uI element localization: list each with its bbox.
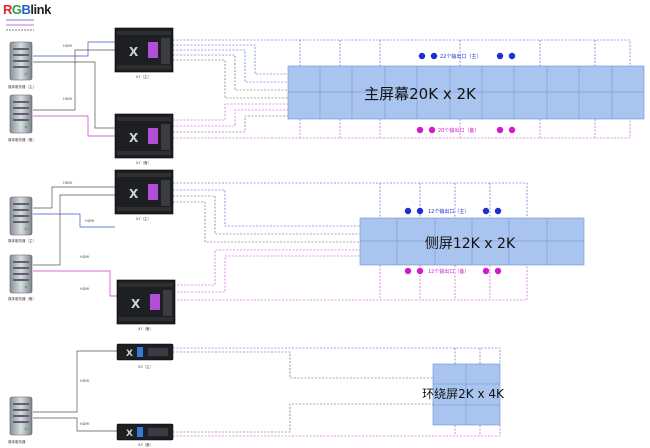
- hdmi-labels: HDMI HDMI HDMI HDMI HDMI HDMI HDMI HDMI: [63, 44, 94, 426]
- svg-text:HDMI: HDMI: [80, 287, 89, 291]
- wrap-screen: 环绕屏2K x 4K: [422, 363, 505, 426]
- svg-text:X7（主）: X7（主）: [136, 216, 151, 221]
- output-cables-main: [173, 39, 631, 139]
- svg-text:X7（主）: X7（主）: [136, 74, 151, 79]
- svg-text:X7（备）: X7（备）: [136, 160, 151, 165]
- side-primary-dots: [404, 207, 502, 215]
- svg-text:X3（备）: X3（备）: [138, 442, 153, 447]
- main-backup-label: 20个输出口（备）: [438, 127, 479, 134]
- media-server-2: 媒体服务器（备）: [8, 94, 36, 142]
- side-screen: 侧屏12K x 2K: [359, 217, 585, 266]
- main-screen-title: 主屏幕20K x 2K: [364, 85, 477, 103]
- main-primary-dots: [418, 52, 516, 60]
- svg-text:媒体服务器（主）: 媒体服务器（主）: [8, 84, 36, 89]
- media-server-4: 媒体服务器（备）: [8, 254, 36, 301]
- media-server-1: 媒体服务器（主）: [8, 41, 36, 89]
- svg-text:HDMI: HDMI: [85, 219, 94, 223]
- side-backup-label: 12个输出口（备）: [428, 268, 469, 275]
- legend-lines: [6, 19, 34, 31]
- svg-text:X7（备）: X7（备）: [138, 326, 153, 331]
- svg-text:媒体服务器（主）: 媒体服务器（主）: [8, 238, 36, 243]
- output-cables-wrap: [173, 347, 501, 437]
- svg-text:媒体服务器: 媒体服务器: [8, 439, 26, 444]
- processor-x7-main-2: X7（主）: [114, 169, 174, 221]
- processor-x3-main: X3（主）: [116, 343, 174, 369]
- media-server-5: 媒体服务器: [8, 396, 33, 444]
- svg-text:HDMI: HDMI: [63, 44, 72, 48]
- main-screen: 主屏幕20K x 2K: [287, 65, 645, 120]
- side-primary-label: 12个输出口（主）: [428, 208, 469, 215]
- svg-text:X3（主）: X3（主）: [138, 364, 153, 369]
- svg-text:媒体服务器（备）: 媒体服务器（备）: [8, 296, 36, 301]
- side-screen-title: 侧屏12K x 2K: [425, 236, 516, 252]
- main-backup-dots: [416, 126, 516, 134]
- processor-x7-main-1: X7（主）: [114, 27, 174, 79]
- svg-text:HDMI: HDMI: [80, 255, 89, 259]
- svg-text:HDMI: HDMI: [63, 97, 72, 101]
- svg-text:媒体服务器（备）: 媒体服务器（备）: [8, 137, 36, 142]
- processor-x3-backup: X3（备）: [116, 423, 174, 447]
- processor-x7-backup-1: X7（备）: [114, 113, 174, 165]
- rgblink-logo: RGBlink: [3, 2, 51, 17]
- wrap-screen-title: 环绕屏2K x 4K: [422, 387, 505, 401]
- svg-text:HDMI: HDMI: [80, 422, 89, 426]
- processor-x7-backup-2: X7（备）: [116, 279, 176, 331]
- side-backup-dots: [404, 267, 502, 275]
- input-cables: [33, 41, 117, 432]
- svg-text:HDMI: HDMI: [80, 379, 89, 383]
- main-primary-label: 22个输出口（主）: [440, 53, 481, 60]
- media-server-3: 媒体服务器（主）: [8, 196, 36, 243]
- svg-text:HDMI: HDMI: [63, 181, 72, 185]
